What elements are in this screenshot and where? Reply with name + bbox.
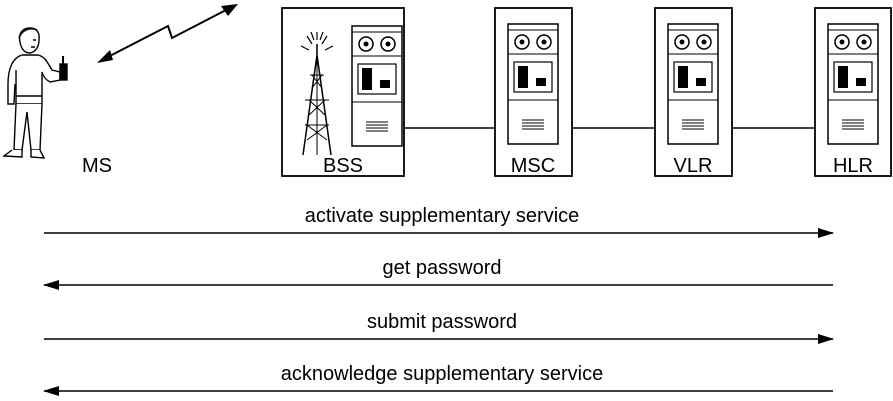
bss-cabinet-icon <box>351 25 403 147</box>
vlr-label: VLR <box>674 155 713 177</box>
hlr-node: HLR <box>814 7 892 177</box>
hlr-cabinet-icon <box>827 23 879 145</box>
radio-link-icon <box>97 4 238 63</box>
message-1: activate supplementary service <box>44 205 834 238</box>
radio-tower-icon <box>300 31 334 156</box>
hlr-label: HLR <box>833 155 873 177</box>
message-label: activate supplementary service <box>305 205 580 227</box>
message-label: submit password <box>367 311 517 333</box>
msc-cabinet-icon <box>507 23 559 145</box>
vlr-cabinet-icon <box>667 23 719 145</box>
message-4: acknowledge supplementary service <box>43 363 833 396</box>
message-2: get password <box>43 257 833 290</box>
message-3: submit password <box>44 311 834 344</box>
msc-node: MSC <box>494 7 573 177</box>
mobile-user-icon <box>2 27 68 159</box>
msc-label: MSC <box>511 155 555 177</box>
bss-label: BSS <box>323 155 363 177</box>
bss-node: BSS <box>281 7 405 177</box>
vlr-node: VLR <box>654 7 733 177</box>
message-label: acknowledge supplementary service <box>281 363 603 385</box>
message-label: get password <box>383 257 502 279</box>
ms-label: MS <box>82 155 112 177</box>
